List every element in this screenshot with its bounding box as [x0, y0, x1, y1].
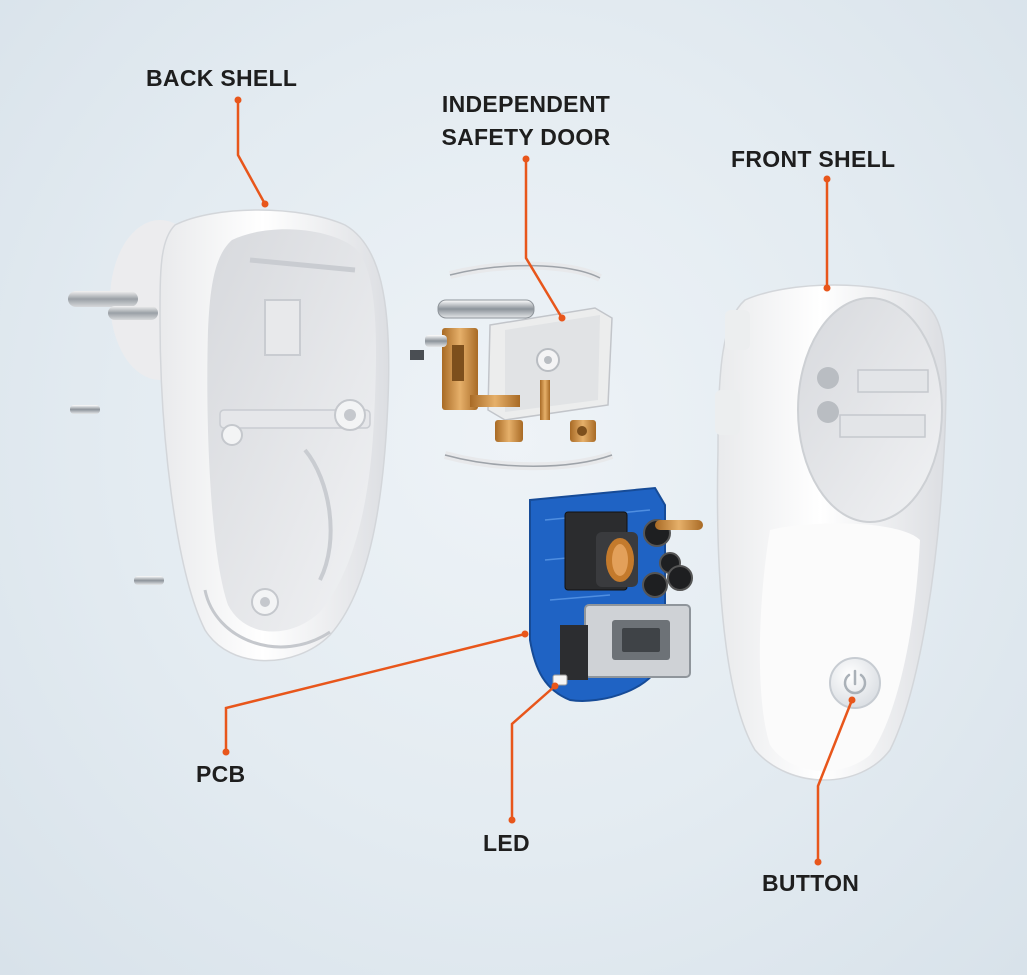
back-shell	[68, 209, 390, 662]
safety-door-assembly	[410, 261, 614, 471]
label-back-shell: BACK SHELL	[146, 65, 298, 91]
led-component	[552, 674, 568, 686]
label-led: LED	[483, 830, 530, 856]
leader-led	[508, 682, 559, 824]
label-button: BUTTON	[762, 870, 860, 896]
leader-button	[814, 696, 856, 866]
label-safety-door-line2: SAFETY DOOR	[441, 124, 611, 150]
pcb	[529, 486, 703, 702]
screw-upper	[70, 405, 100, 414]
plug-pin-lower	[108, 306, 158, 320]
leader-pcb	[222, 630, 529, 756]
label-safety-door-line1: INDEPENDENT	[441, 91, 611, 117]
leader-safety-door	[522, 155, 566, 322]
label-front-shell: FRONT SHELL	[731, 146, 896, 172]
label-pcb: PCB	[196, 761, 246, 787]
screw-lower	[134, 576, 164, 585]
plug-pin-upper	[68, 291, 138, 307]
leader-back-shell	[234, 96, 269, 208]
leader-front-shell	[823, 175, 831, 292]
front-shell	[715, 284, 947, 781]
power-icon	[843, 673, 867, 695]
